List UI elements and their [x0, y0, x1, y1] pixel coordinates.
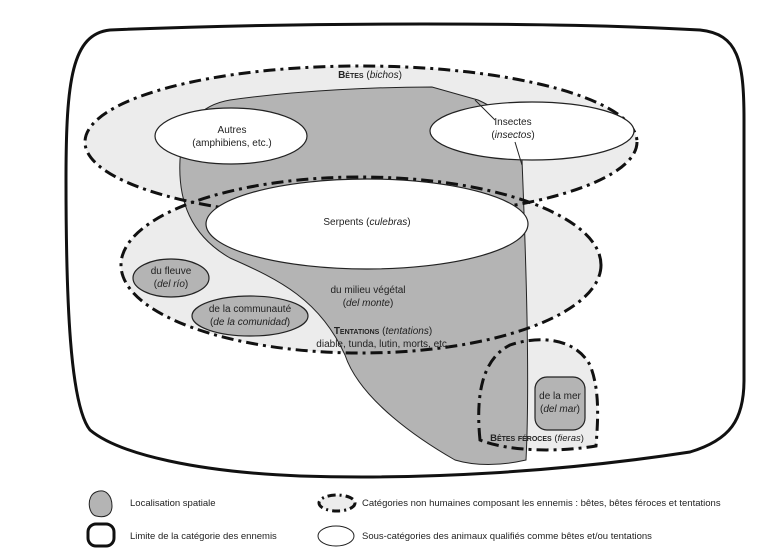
insectes-ellipse	[429, 101, 635, 161]
legend-label-boundary: Limite de la catégorie des ennemis	[130, 531, 277, 542]
serpents-label: Serpents (culebras)	[323, 217, 410, 228]
communaute-location	[191, 295, 309, 337]
communaute-latin: (de la comunidad)	[210, 317, 290, 328]
subcategory-ellipse-icon	[317, 525, 355, 547]
legend-label-categories: Catégories non humaines composant les en…	[362, 498, 721, 509]
insectes-label: Insectes	[494, 117, 531, 128]
autres-sublabel: (amphibiens, etc.)	[192, 138, 271, 149]
mer-label: de la mer	[539, 391, 581, 402]
communaute-label: de la communauté	[209, 304, 292, 315]
fleuve-latin: (del río)	[154, 279, 188, 290]
legend-label-subcategories: Sous-catégories des animaux qualifiés co…	[362, 531, 652, 542]
mer-latin: (del mar)	[540, 404, 580, 415]
mer-location	[534, 376, 586, 431]
feroces-label: Bêtes féroces (fieras)	[490, 433, 584, 444]
tentations-outline	[119, 175, 603, 355]
legend-label-spatial: Localisation spatiale	[130, 498, 216, 509]
insectes-leader	[474, 99, 496, 121]
autres-label: Autres	[218, 125, 247, 136]
milieu-label: du milieu végétal	[330, 285, 405, 296]
milieu-latin: (del monte)	[343, 298, 394, 309]
tentations-members: diable, tunda, lutin, morts, etc.	[316, 339, 449, 350]
betes-outline	[83, 64, 639, 220]
autres-ellipse	[154, 107, 308, 165]
spatial-location-icon	[88, 490, 113, 518]
serpents-ellipse	[205, 178, 529, 270]
tentations-label: Tentations (tentations)	[334, 326, 432, 337]
legend: Localisation spatiale Catégories non hum…	[86, 490, 721, 548]
betes-label: Bêtes (bichos)	[338, 70, 402, 81]
fleuve-location	[132, 258, 210, 298]
fleuve-label: du fleuve	[151, 266, 192, 277]
insectes-leader-2	[514, 141, 523, 166]
insectes-latin: (insectos)	[491, 130, 534, 141]
dashed-category-icon	[317, 493, 357, 513]
enemy-boundary-icon	[86, 522, 116, 548]
